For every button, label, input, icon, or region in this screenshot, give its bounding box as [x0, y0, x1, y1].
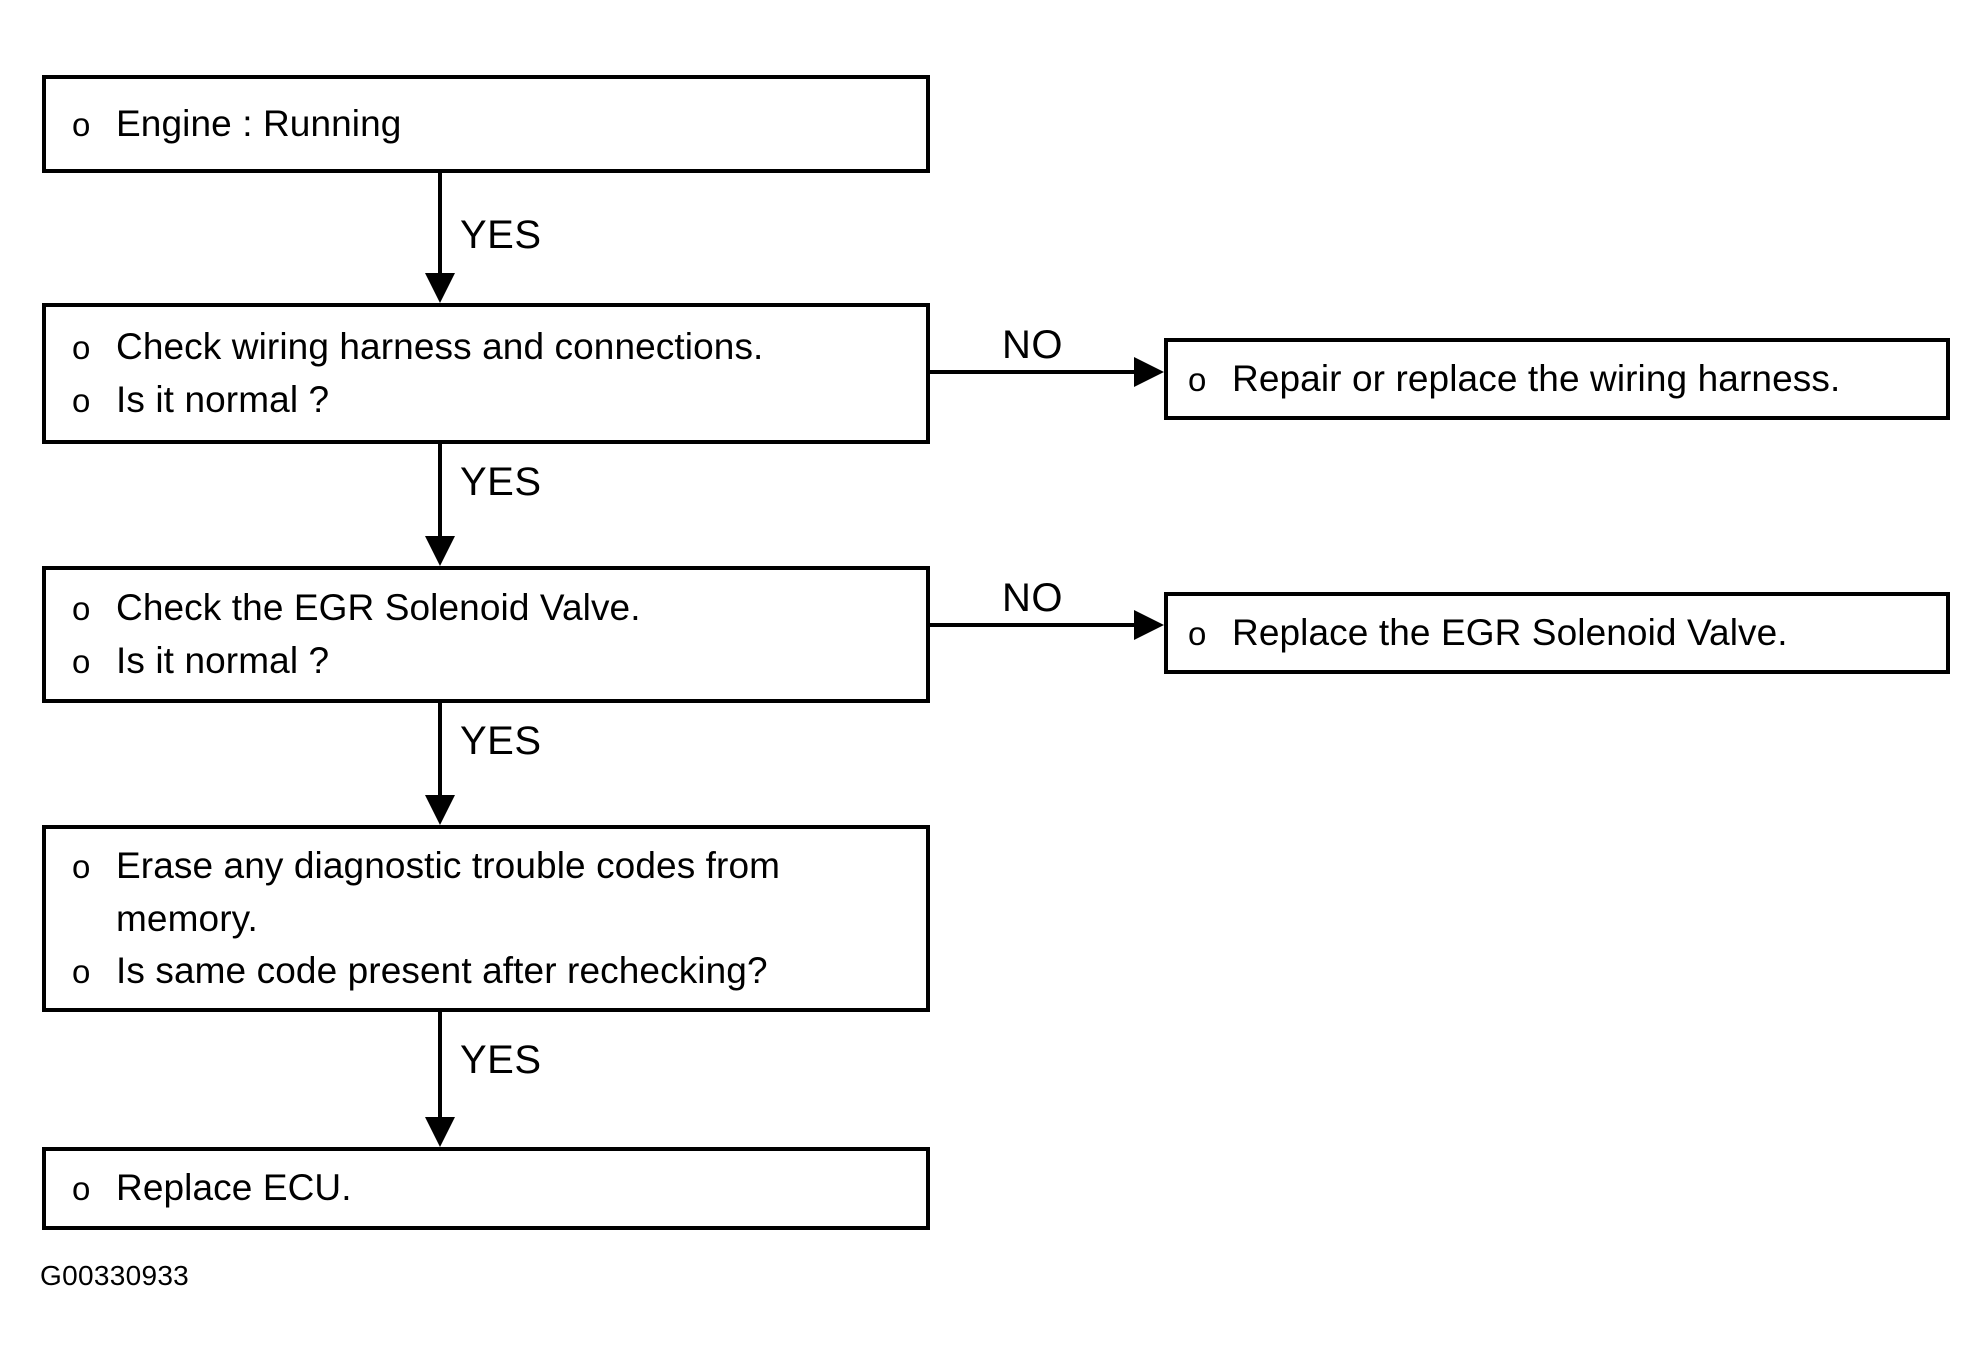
- arrowhead-right-2: [1134, 610, 1164, 640]
- branch-label-yes-1: YES: [460, 213, 542, 257]
- node-line: o Repair or replace the wiring harness.: [1188, 353, 1946, 406]
- node-repair-replace-wiring-harness: o Repair or replace the wiring harness.: [1164, 338, 1950, 420]
- node-text: Repair or replace the wiring harness.: [1232, 357, 1841, 399]
- node-check-wiring-harness: o Check wiring harness and connections. …: [42, 303, 930, 444]
- node-line: o Engine : Running: [72, 98, 926, 151]
- arrowhead-right-1: [1134, 357, 1164, 387]
- node-line: o Is same code present after rechecking?: [72, 945, 926, 998]
- node-text: Replace the EGR Solenoid Valve.: [1232, 611, 1788, 653]
- node-text: Check wiring harness and connections.: [116, 325, 764, 367]
- connector-egr-no-branch: [930, 623, 1136, 627]
- arrowhead-down-4: [425, 1117, 455, 1147]
- node-check-egr-solenoid-valve: o Check the EGR Solenoid Valve. o Is it …: [42, 566, 930, 703]
- node-line: o Check wiring harness and connections.: [72, 321, 926, 374]
- node-text: Replace ECU.: [116, 1167, 352, 1208]
- node-text: Engine : Running: [116, 102, 402, 144]
- arrowhead-down-1: [425, 273, 455, 303]
- branch-label-yes-3: YES: [460, 719, 542, 763]
- connector-erase-codes-to-replace-ecu: [438, 1012, 442, 1121]
- bullet-icon: o: [72, 328, 91, 366]
- connector-egr-to-erase-codes: [438, 703, 442, 799]
- connector-wiring-no-branch: [930, 370, 1136, 374]
- connector-engine-to-wiring: [438, 173, 442, 277]
- branch-label-yes-2: YES: [460, 460, 542, 504]
- connector-wiring-to-egr-check: [438, 444, 442, 540]
- bullet-icon: o: [72, 1170, 91, 1207]
- node-text: Is it normal ?: [116, 378, 330, 420]
- branch-label-yes-4: YES: [460, 1038, 542, 1082]
- node-text: Erase any diagnostic trouble codes from: [116, 844, 781, 886]
- bullet-icon: o: [72, 589, 91, 627]
- node-text: Is same code present after rechecking?: [116, 949, 768, 991]
- node-line-continuation: memory.: [72, 893, 926, 945]
- node-erase-trouble-codes: o Erase any diagnostic trouble codes fro…: [42, 825, 930, 1012]
- node-line: o Check the EGR Solenoid Valve.: [72, 582, 926, 635]
- bullet-icon: o: [72, 381, 91, 419]
- node-line: o Erase any diagnostic trouble codes fro…: [72, 840, 926, 893]
- figure-id-label: G00330933: [40, 1260, 190, 1291]
- bullet-icon: o: [72, 105, 91, 143]
- node-replace-ecu: o Replace ECU.: [42, 1147, 930, 1230]
- node-line: o Replace ECU.: [72, 1162, 926, 1215]
- node-line: o Is it normal ?: [72, 374, 926, 427]
- bullet-icon: o: [72, 642, 91, 680]
- arrowhead-down-2: [425, 536, 455, 566]
- node-text: Is it normal ?: [116, 639, 330, 681]
- node-text: memory.: [116, 897, 258, 939]
- bullet-icon: o: [72, 847, 91, 885]
- node-line: o Replace the EGR Solenoid Valve.: [1188, 607, 1946, 660]
- bullet-icon: o: [72, 952, 91, 990]
- node-replace-egr-solenoid-valve: o Replace the EGR Solenoid Valve.: [1164, 592, 1950, 674]
- branch-label-no-2: NO: [1002, 576, 1063, 620]
- arrowhead-down-3: [425, 795, 455, 825]
- bullet-icon: o: [1188, 614, 1207, 652]
- node-line: o Is it normal ?: [72, 635, 926, 688]
- branch-label-no-1: NO: [1002, 323, 1063, 367]
- bullet-icon: o: [1188, 360, 1207, 398]
- node-engine-running: o Engine : Running: [42, 75, 930, 173]
- node-text: Check the EGR Solenoid Valve.: [116, 586, 641, 628]
